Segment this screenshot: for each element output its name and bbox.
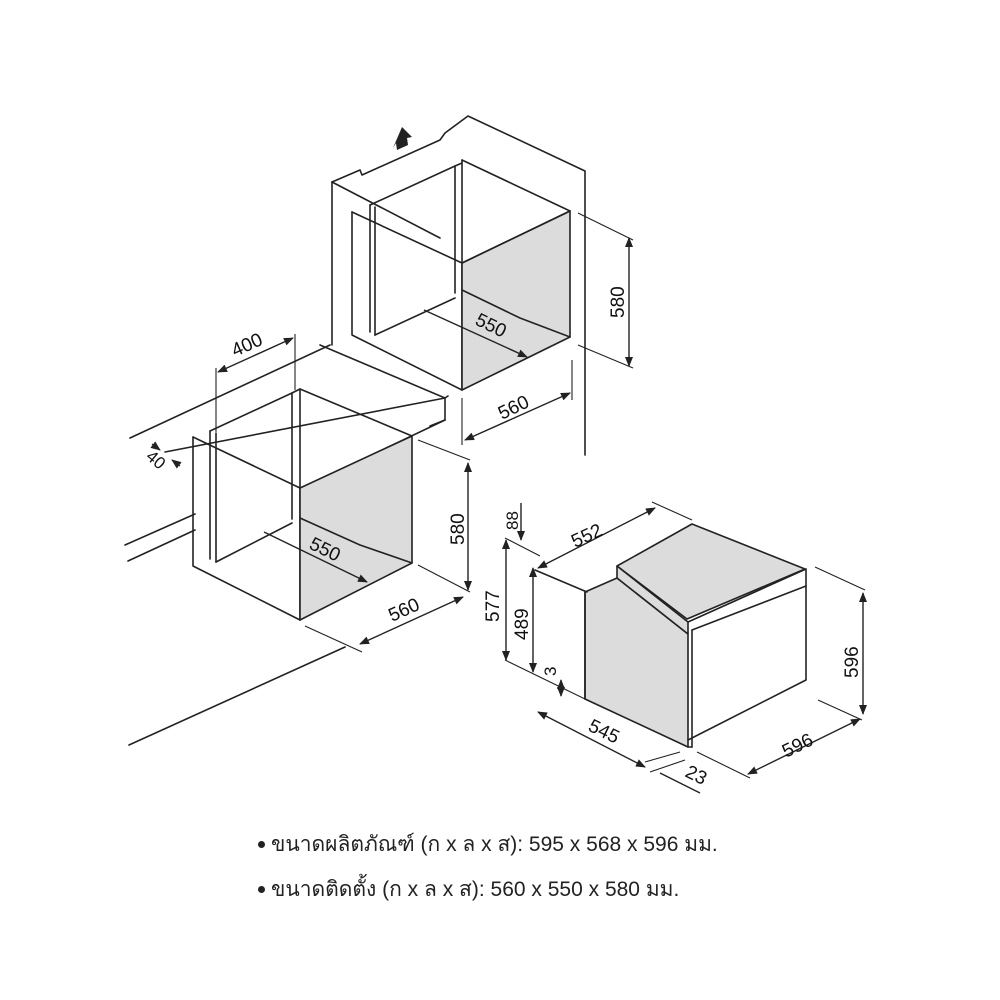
oven-dimension-489: 489 bbox=[512, 567, 537, 673]
oven-dimension-3: 3 bbox=[541, 667, 565, 697]
under-counter-dimension-400: 400 bbox=[215, 329, 296, 432]
under-counter-niche-side bbox=[299, 435, 413, 621]
bullet-icon bbox=[258, 885, 265, 893]
svg-text:489: 489 bbox=[512, 608, 533, 640]
oven-dimension-88: 88 bbox=[503, 503, 525, 541]
svg-text:3: 3 bbox=[541, 667, 560, 676]
under-counter-dimension-40: 40 bbox=[142, 441, 182, 474]
svg-text:88: 88 bbox=[503, 511, 522, 530]
under-counter-dimension-580: 580 bbox=[417, 439, 472, 593]
installation-size-note: ขนาดติดตั้ง (ก x ล x ส): 560 x 550 x 580… bbox=[258, 867, 718, 912]
under-counter-cabinet bbox=[124, 344, 446, 621]
svg-text:545: 545 bbox=[585, 716, 623, 749]
svg-text:560: 560 bbox=[385, 594, 423, 626]
up-arrow-icon bbox=[393, 127, 412, 150]
svg-text:596: 596 bbox=[779, 730, 817, 763]
oven-body bbox=[534, 523, 807, 748]
oven-dimension-23: 23 bbox=[644, 751, 710, 794]
svg-text:580: 580 bbox=[608, 286, 629, 318]
oven-dimension-596-height: 596 bbox=[814, 566, 867, 715]
oven-dimension-596-width: 596 bbox=[696, 699, 863, 779]
product-size-note: ขนาดผลิตภัณฑ์ (ก x ล x ส): 595 x 568 x 5… bbox=[258, 822, 718, 867]
svg-text:596: 596 bbox=[842, 646, 863, 678]
floor-line bbox=[128, 646, 346, 746]
oven-dimension-577: 577 bbox=[483, 537, 586, 700]
svg-text:40: 40 bbox=[142, 447, 169, 474]
column-dimension-580: 580 bbox=[577, 212, 634, 369]
svg-text:560: 560 bbox=[495, 392, 533, 425]
spec-notes: ขนาดผลิตภัณฑ์ (ก x ล x ส): 595 x 568 x 5… bbox=[258, 822, 718, 912]
svg-text:577: 577 bbox=[483, 590, 504, 622]
svg-text:552: 552 bbox=[568, 520, 606, 552]
svg-text:580: 580 bbox=[448, 513, 469, 545]
svg-text:400: 400 bbox=[228, 329, 266, 361]
bullet-icon bbox=[258, 840, 265, 848]
